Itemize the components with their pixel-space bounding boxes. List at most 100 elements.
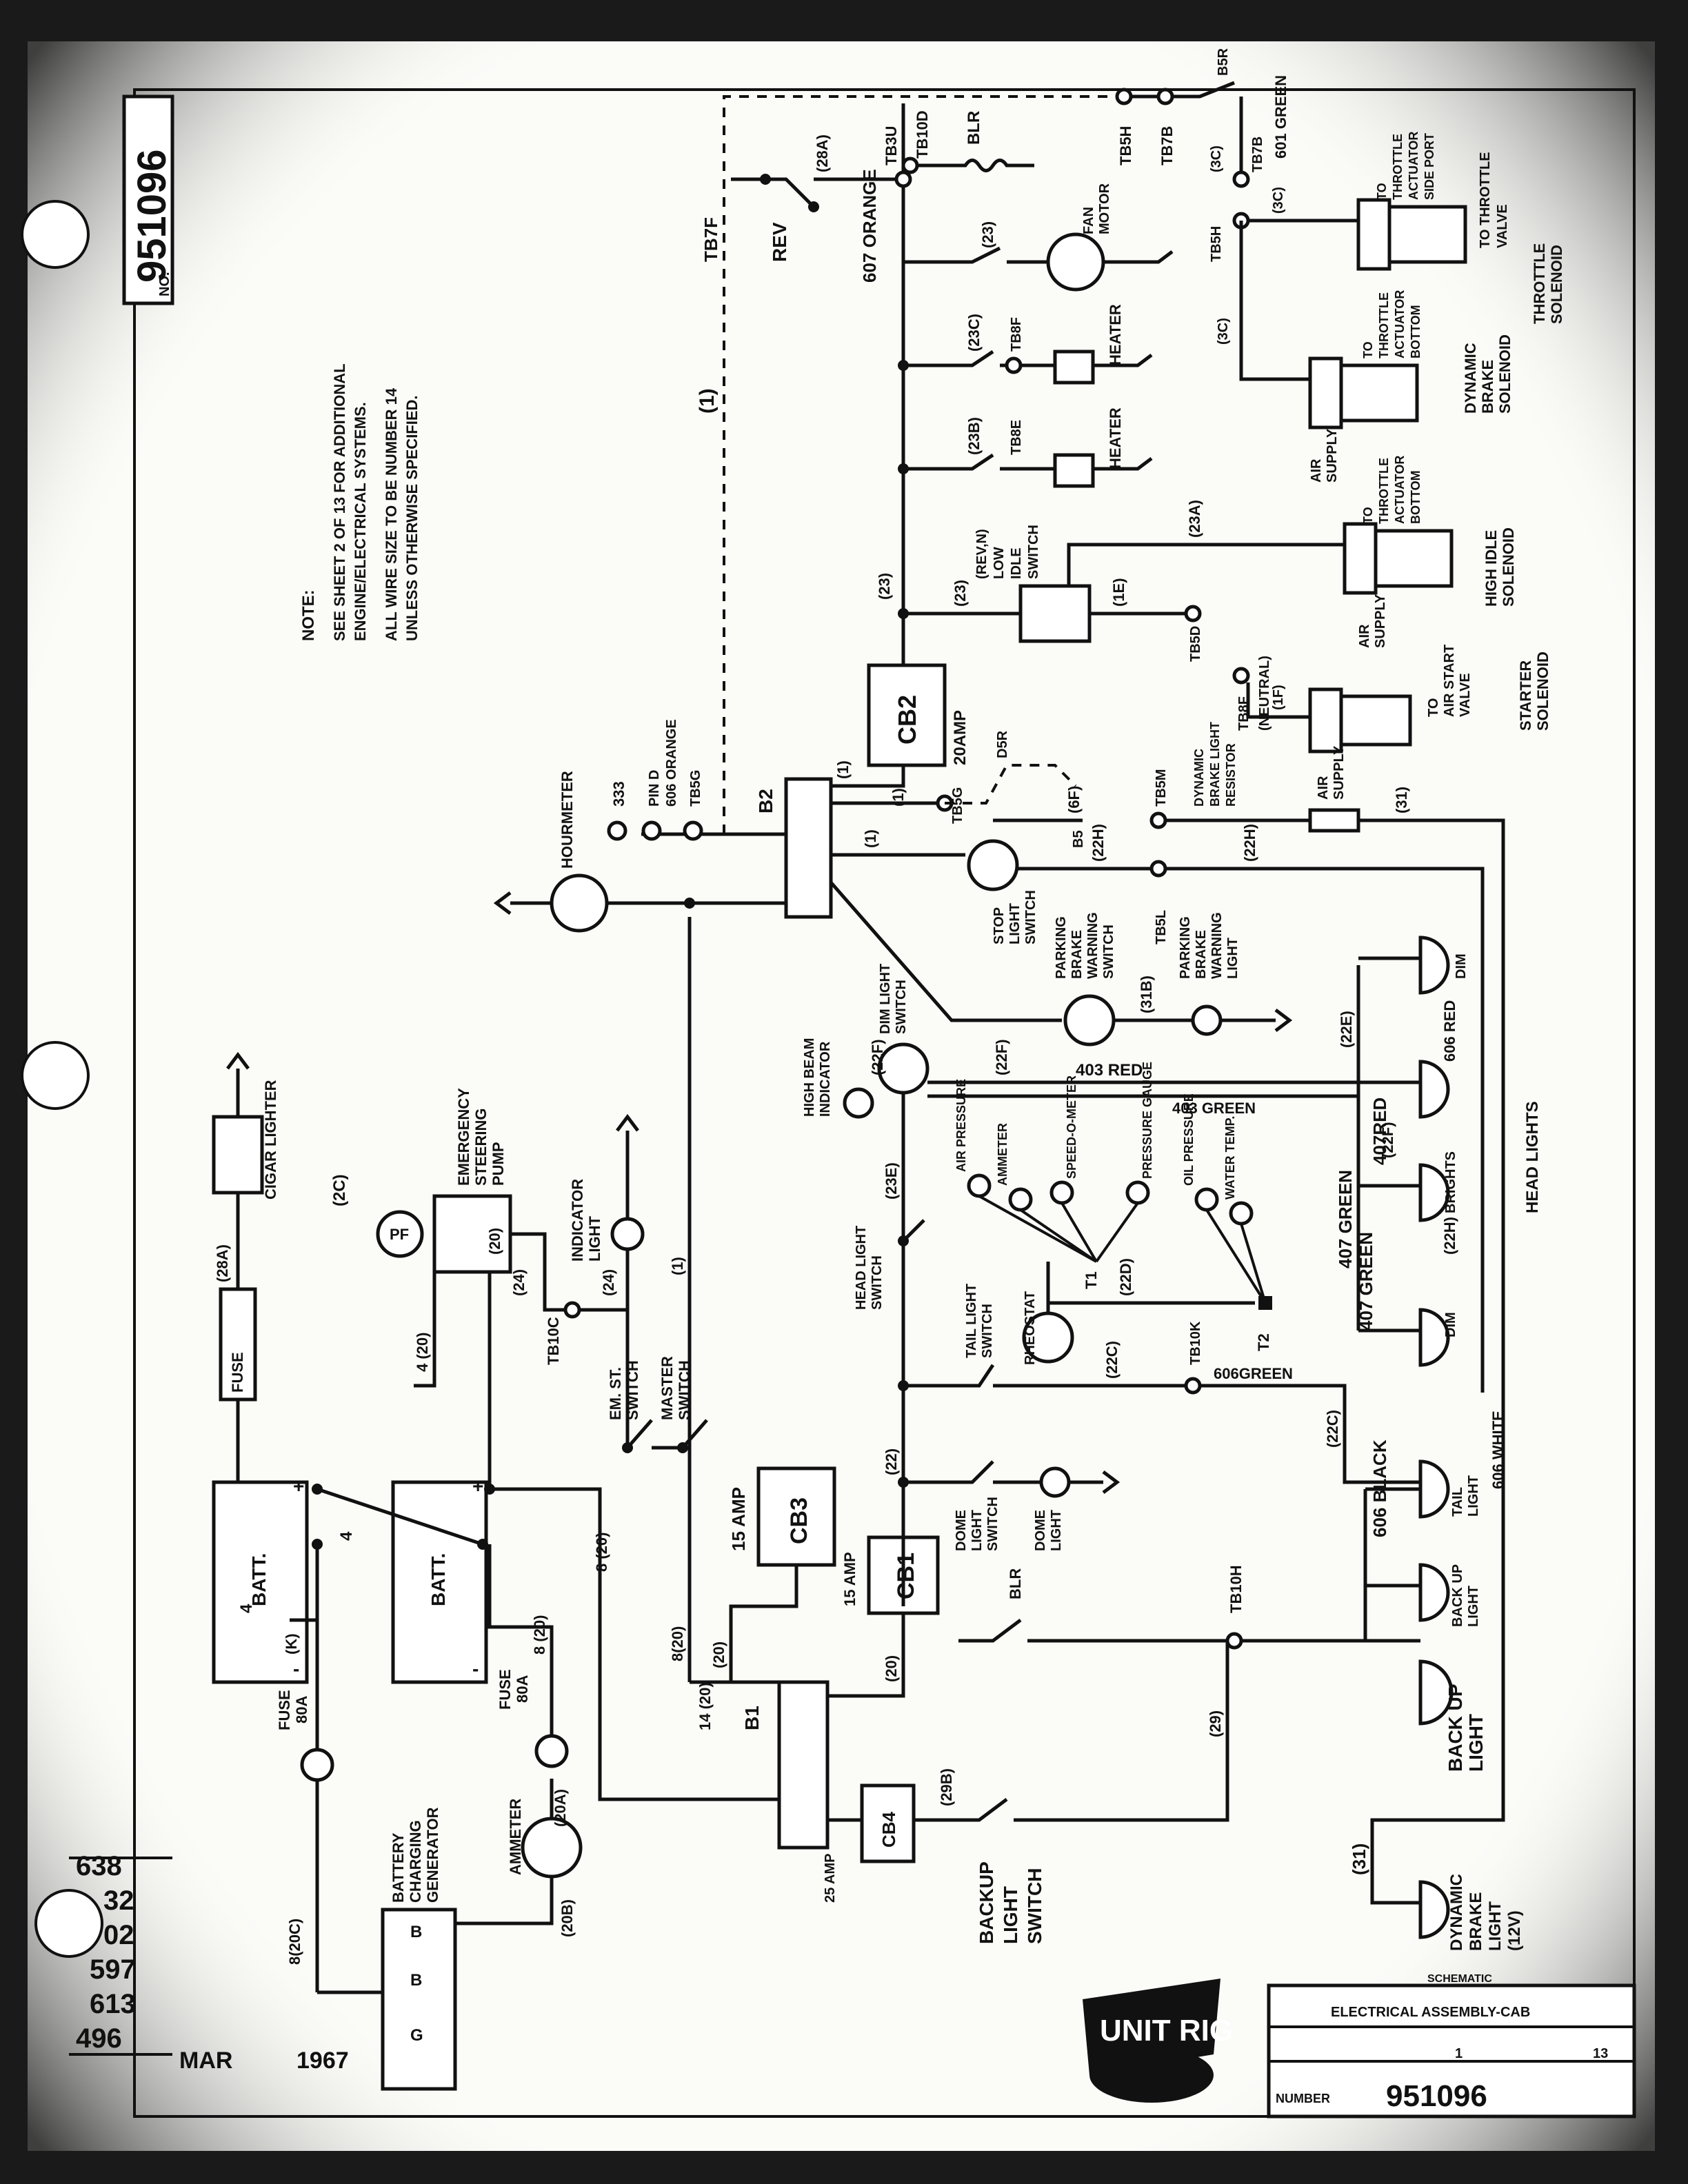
dynamic-brake-solenoid: [1308, 356, 1343, 429]
svg-text:PRESSURE GAUGE: PRESSURE GAUGE: [1141, 1062, 1154, 1179]
cb2: [867, 663, 947, 767]
svg-text:ACTUATOR: ACTUATOR: [1393, 290, 1407, 358]
svg-text:333: 333: [610, 781, 627, 807]
svg-text:BRAKE: BRAKE: [1194, 930, 1209, 979]
cb3: [756, 1466, 836, 1567]
svg-text:601 GREEN: 601 GREEN: [1272, 75, 1289, 159]
svg-text:BACK UP: BACK UP: [1445, 1684, 1466, 1772]
svg-text:B2: B2: [755, 789, 776, 813]
svg-text:(24): (24): [600, 1269, 617, 1296]
svg-text:STEERING: STEERING: [472, 1109, 490, 1186]
svg-text:THROTTLE: THROTTLE: [1531, 243, 1548, 324]
cb4: [860, 1783, 916, 1863]
svg-text:597: 597: [90, 1954, 136, 1985]
svg-text:BLR: BLR: [965, 111, 983, 145]
emergency-steering-pump: [432, 1194, 512, 1274]
fan-motor: [1046, 232, 1105, 292]
svg-text:80A: 80A: [293, 1696, 310, 1723]
svg-text:PARKING: PARKING: [1054, 916, 1069, 979]
hourmeter: [550, 873, 609, 933]
backup-light-big: [1418, 1659, 1454, 1726]
svg-text:(28A): (28A): [814, 134, 831, 172]
tail-light: [1418, 1459, 1450, 1519]
svg-text:407RED: 407RED: [1369, 1098, 1390, 1165]
terminal-block-b1: [777, 1680, 830, 1850]
svg-text:(1): (1): [834, 760, 852, 779]
svg-text:NUMBER: NUMBER: [1276, 2092, 1330, 2105]
svg-text:CHARGING: CHARGING: [407, 1820, 424, 1903]
svg-text:HEAD LIGHT: HEAD LIGHT: [854, 1226, 869, 1310]
svg-text:606 ORANGE: 606 ORANGE: [664, 719, 679, 807]
high-idle-solenoid: [1343, 522, 1378, 595]
svg-text:(20): (20): [883, 1655, 900, 1682]
svg-text:CB3: CB3: [786, 1497, 812, 1544]
battery-1: [212, 1480, 309, 1684]
svg-text:TB5G: TB5G: [688, 770, 703, 807]
svg-text:HEATER: HEATER: [1107, 407, 1124, 469]
svg-text:SWITCH: SWITCH: [1101, 924, 1116, 979]
svg-text:UNLESS OTHERWISE SPECIFIED.: UNLESS OTHERWISE SPECIFIED.: [403, 395, 421, 641]
svg-text:LIGHT: LIGHT: [1007, 903, 1023, 944]
svg-text:TO: TO: [1361, 341, 1375, 358]
svg-text:TB7F: TB7F: [701, 217, 721, 262]
svg-text:(K): (K): [283, 1633, 300, 1655]
svg-text:TB5M: TB5M: [1154, 769, 1169, 807]
svg-text:(20): (20): [710, 1641, 727, 1668]
svg-text:SOLENOID: SOLENOID: [1496, 334, 1514, 414]
svg-text:607 ORANGE: 607 ORANGE: [859, 169, 880, 283]
svg-text:(22H): (22H): [1089, 824, 1107, 862]
svg-text:SCHEMATIC: SCHEMATIC: [1427, 1973, 1492, 1985]
svg-text:SPEED-O-METER: SPEED-O-METER: [1065, 1075, 1078, 1179]
fuse-80a-1: [300, 1748, 334, 1782]
svg-text:SWITCH: SWITCH: [894, 980, 909, 1034]
svg-text:GENERATOR: GENERATOR: [424, 1807, 441, 1903]
svg-text:TO THROTTLE: TO THROTTLE: [1478, 152, 1493, 248]
pf-motor: [376, 1210, 424, 1258]
revision-marks: 638 32 02 597 613 496 MAR 1967: [69, 1851, 349, 2074]
svg-text:(20B): (20B): [559, 1899, 576, 1937]
svg-text:WATER TEMP.: WATER TEMP.: [1223, 1116, 1237, 1200]
headlights-section: (22E) DIM 606 RED BRIGHTS 407RED (22F) 4…: [938, 936, 1542, 1951]
headlight-bright-top: [1418, 1060, 1450, 1119]
svg-text:(23C): (23C): [965, 314, 983, 352]
starter-solenoid: [1308, 687, 1343, 754]
svg-text:FUSE: FUSE: [276, 1690, 293, 1730]
svg-text:HOURMETER: HOURMETER: [559, 771, 576, 869]
b2-section: B2 HOURMETER 333 PIN D 606 ORANGE TB5G (…: [493, 95, 1172, 933]
svg-text:SWITCH: SWITCH: [624, 1360, 641, 1420]
svg-text:4: 4: [237, 1604, 256, 1613]
svg-text:FUSE: FUSE: [229, 1352, 246, 1393]
svg-text:AIR START: AIR START: [1442, 645, 1457, 717]
svg-text:951096: 951096: [1386, 2079, 1487, 2113]
svg-text:TB3U: TB3U: [883, 126, 900, 165]
svg-text:13: 13: [1593, 2046, 1608, 2061]
svg-text:AIR: AIR: [1357, 624, 1372, 648]
svg-text:OIL PRESSURE: OIL PRESSURE: [1182, 1093, 1196, 1186]
svg-text:TB10C: TB10C: [545, 1317, 562, 1365]
svg-text:PIN D: PIN D: [647, 770, 662, 807]
svg-text:HEAD LIGHTS: HEAD LIGHTS: [1523, 1101, 1542, 1213]
svg-text:DYNAMIC: DYNAMIC: [1462, 343, 1479, 414]
svg-text:G: G: [410, 2026, 423, 2045]
svg-text:REV: REV: [769, 222, 790, 262]
svg-text:CB1: CB1: [893, 1553, 919, 1599]
svg-text:(23A): (23A): [1186, 500, 1203, 538]
svg-text:02: 02: [103, 1920, 134, 1950]
svg-text:BRAKE: BRAKE: [1069, 930, 1085, 979]
svg-text:B1: B1: [741, 1706, 763, 1730]
svg-text:ACTUATOR: ACTUATOR: [1393, 456, 1407, 524]
terminal-block-b2: [784, 777, 833, 919]
svg-text:BRIGHTS: BRIGHTS: [1443, 1151, 1458, 1213]
svg-text:B: B: [410, 1971, 422, 1990]
svg-text:951096: 951096: [130, 149, 174, 283]
fuse-80a-2: [534, 1734, 569, 1768]
svg-text:SEE SHEET 2 OF 13 FOR ADDITION: SEE SHEET 2 OF 13 FOR ADDITIONAL: [331, 363, 348, 641]
binder-hole-middle: [21, 1041, 90, 1110]
headlight-dim-top: [1418, 936, 1450, 995]
svg-text:20AMP: 20AMP: [951, 710, 969, 765]
svg-text:BACK UP: BACK UP: [1450, 1564, 1465, 1627]
svg-text:HIGH BEAM: HIGH BEAM: [802, 1038, 817, 1117]
svg-text:FUSE: FUSE: [496, 1669, 514, 1710]
svg-text:SWITCH: SWITCH: [1024, 1868, 1045, 1944]
